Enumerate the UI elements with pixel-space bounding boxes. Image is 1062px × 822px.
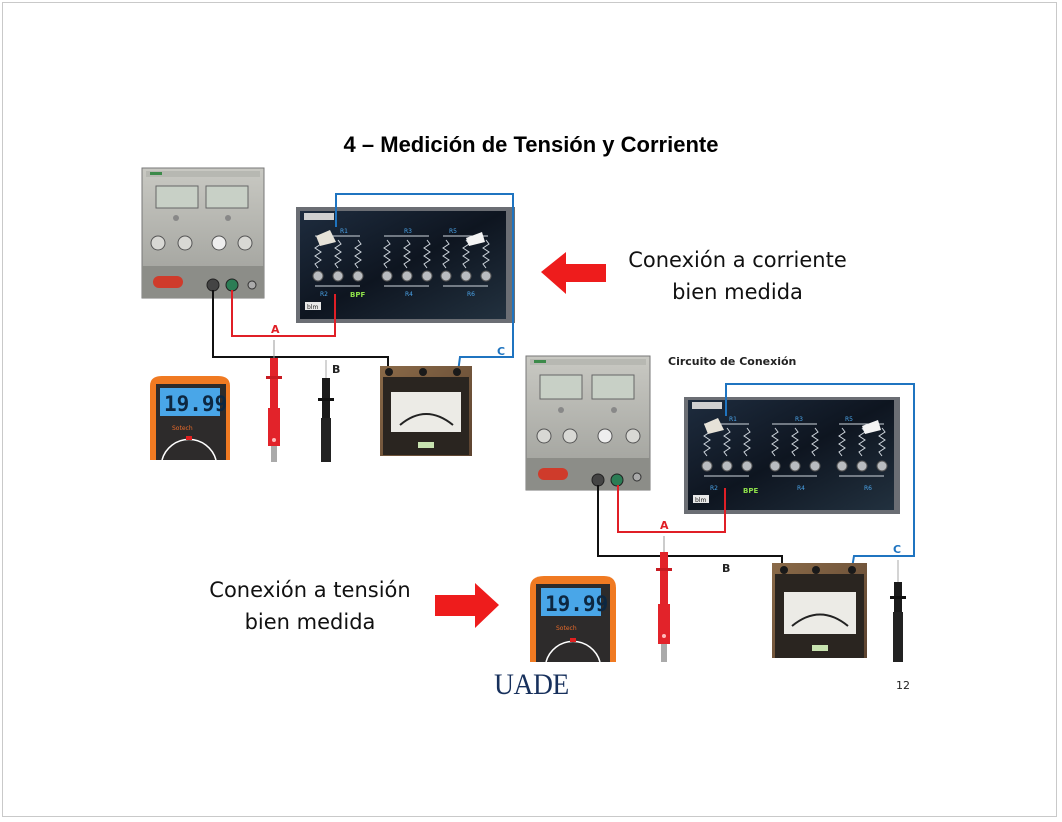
current-caption-line1: Conexión a corriente (628, 248, 847, 272)
arrow-left-icon (541, 252, 606, 294)
wire-label-b-bottom: B (722, 562, 730, 575)
wire-label-a-bottom: A (660, 519, 669, 532)
wire-blue-top (335, 193, 514, 373)
bottom-circuit: blm BPE R1 R3 R5 R2 R4 R6 A B C (525, 355, 915, 663)
wire-red-bottom (617, 485, 726, 533)
wire-blue-bottom (725, 383, 915, 569)
analog-meter-bottom (772, 563, 867, 658)
power-supply-top (141, 167, 265, 299)
slide-title: 4 – Medición de Tensión y Corriente (343, 132, 719, 157)
wire-label-c-bottom: C (893, 543, 901, 556)
multimeter-top: 19.99 Sotech (150, 376, 230, 461)
current-caption: Conexión a corriente bien medida (610, 244, 865, 308)
voltage-caption: Conexión a tensión bien medida (195, 574, 425, 638)
voltage-caption-line1: Conexión a tensión (209, 578, 411, 602)
board-brand-top: blm (307, 304, 318, 311)
wire-label-a-top: A (271, 323, 280, 336)
terminal-label: R2 (710, 485, 718, 492)
top-circuit: blm BPF R1 R3 R5 R2 R4 R6 A B C (141, 167, 515, 462)
arrow-right-icon (435, 583, 499, 628)
power-supply-bottom (525, 355, 651, 491)
probe-black-top (318, 360, 334, 462)
probe-red-bottom (656, 536, 672, 662)
multimeter-brand-bottom: Sotech (556, 625, 577, 632)
terminal-label: R1 (340, 228, 348, 235)
board-label-top: BPF (350, 291, 365, 299)
terminal-label: R5 (449, 228, 457, 235)
analog-meter-top (380, 366, 472, 456)
power-button-bottom (538, 468, 568, 480)
wire-label-b-top: B (332, 363, 340, 376)
probe-black-bottom (890, 560, 906, 662)
probe-red-top (266, 340, 282, 462)
wire-black-bottom (597, 485, 783, 568)
terminal-label: R6 (467, 291, 475, 298)
power-button-top (153, 276, 183, 288)
multimeter-bottom: 19.99 Sotech (530, 576, 616, 663)
page-number: 12 (896, 679, 910, 692)
multimeter-reading-top: 19.99 (164, 392, 227, 416)
terminal-label: R3 (795, 416, 803, 423)
resistor-board-bottom: blm BPE R1 R3 R5 R2 R4 R6 (684, 397, 900, 514)
terminal-label: R5 (845, 416, 853, 423)
multimeter-reading-bottom: 19.99 (545, 592, 608, 616)
current-caption-line2: bien medida (672, 280, 803, 304)
terminal-label: R1 (729, 416, 737, 423)
terminal-label: R3 (404, 228, 412, 235)
wire-red-top (231, 290, 336, 337)
board-label-bottom: BPE (743, 487, 758, 495)
terminal-label: R6 (864, 485, 872, 492)
board-brand-bottom: blm (695, 497, 706, 504)
wire-label-c-top: C (497, 345, 505, 358)
multimeter-brand-top: Sotech (172, 425, 193, 432)
terminal-label: R4 (405, 291, 413, 298)
resistor-board-top: blm BPF R1 R3 R5 R2 R4 R6 (296, 207, 515, 323)
wire-black-top (212, 290, 389, 372)
terminal-label: R4 (797, 485, 805, 492)
uade-logo: UADE (494, 668, 569, 701)
voltage-caption-line2: bien medida (244, 610, 376, 634)
terminal-label: R2 (320, 291, 328, 298)
circuit-title: Circuito de Conexión (668, 355, 797, 368)
